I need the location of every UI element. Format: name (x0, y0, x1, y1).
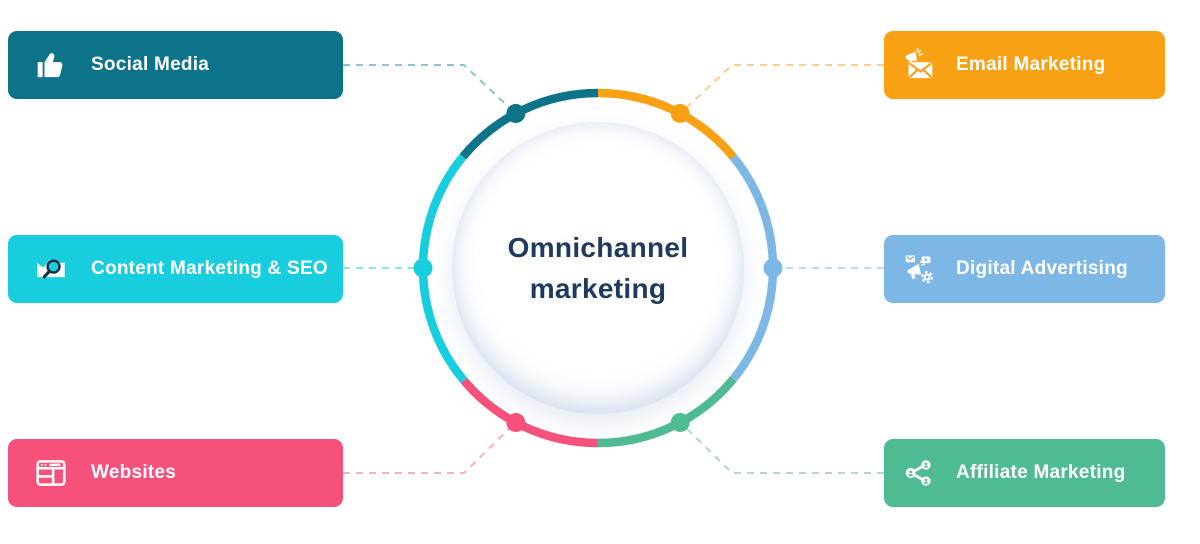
diagram-title-line1: Omnichannel (507, 232, 689, 263)
card-content-marketing-seo: Content Marketing & SEO (8, 235, 343, 303)
email-megaphone-icon (901, 47, 937, 83)
card-label: Digital Advertising (956, 258, 1128, 279)
chart-search-icon (33, 251, 69, 287)
diagram-title-line2: marketing (529, 273, 667, 304)
card-label: Social Media (91, 54, 210, 75)
card-digital-advertising: Digital Advertising (884, 235, 1165, 303)
thumbs-up-icon (33, 47, 69, 83)
center-circle (452, 122, 744, 414)
browser-window-icon (33, 455, 69, 491)
card-email-marketing: Email Marketing (884, 31, 1165, 99)
card-label: Affiliate Marketing (956, 462, 1126, 483)
card-websites: Websites (8, 439, 343, 507)
megaphone-ads-icon (901, 251, 937, 287)
card-label: Email Marketing (956, 54, 1106, 75)
share-network-icon (901, 455, 937, 491)
card-label: Websites (91, 462, 177, 483)
diagram-title: Omnichannel marketing (452, 122, 744, 414)
card-label: Content Marketing & SEO (91, 258, 328, 279)
card-affiliate-marketing: Affiliate Marketing (884, 439, 1165, 507)
card-social-media: Social Media (8, 31, 343, 99)
